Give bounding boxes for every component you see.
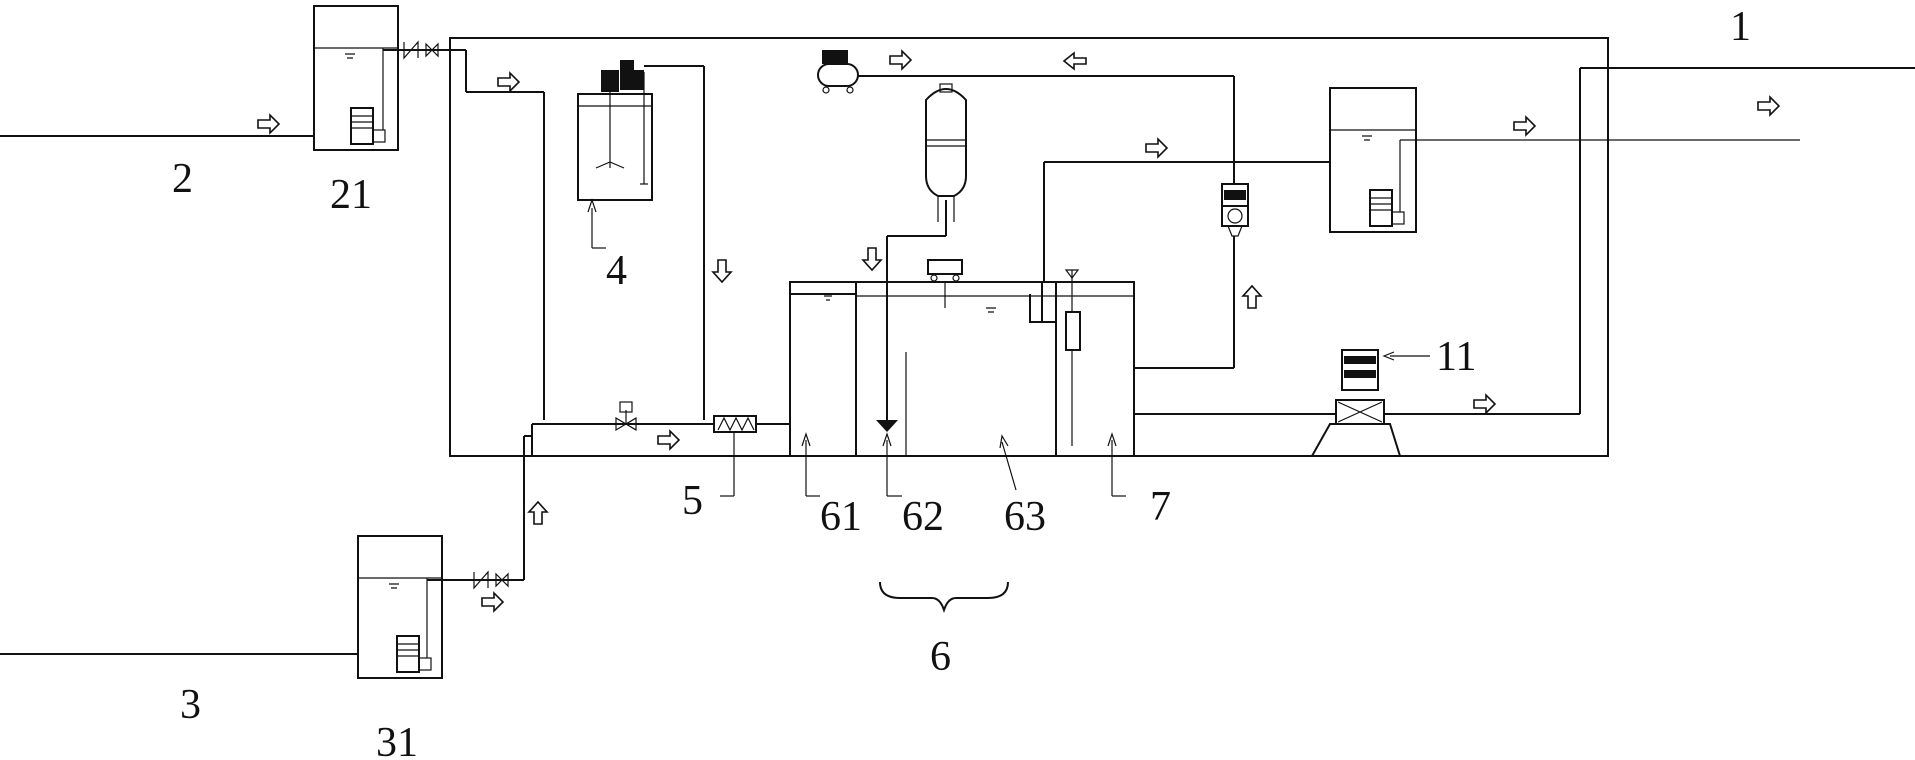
arrow-up-icon — [1241, 284, 1263, 309]
treatment-tank-6 — [789, 259, 1135, 457]
tank-31 — [357, 535, 443, 679]
label-2: 2 — [172, 156, 193, 202]
label-7: 7 — [1150, 484, 1171, 530]
dissolved-air-vessel — [925, 83, 967, 222]
flow-arrow-icon — [1473, 394, 1496, 414]
arrow-down-icon — [711, 259, 733, 284]
label-62: 62 — [902, 494, 944, 540]
clean-water-tank — [1329, 87, 1417, 233]
flow-arrow-icon — [497, 72, 520, 92]
label-6: 6 — [930, 634, 951, 680]
check-valve-icon — [473, 570, 489, 590]
label-21: 21 — [330, 172, 372, 218]
label-63: 63 — [1004, 494, 1046, 540]
recycle-pump — [1221, 183, 1249, 237]
dosing-tank-4 — [577, 60, 653, 201]
flow-arrow-icon — [1145, 138, 1168, 158]
label-4: 4 — [606, 248, 627, 294]
label-11: 11 — [1436, 334, 1476, 380]
flow-arrow-icon — [481, 592, 504, 612]
label-61: 61 — [820, 494, 862, 540]
gate-valve-icon — [425, 42, 439, 58]
gate-valve-icon — [495, 572, 509, 588]
leader-63 — [1001, 441, 1017, 491]
air-compressor — [817, 50, 859, 94]
level-device — [1064, 269, 1081, 446]
label-31: 31 — [376, 720, 418, 760]
solenoid-valve-icon — [615, 401, 637, 432]
flow-arrow-icon — [657, 430, 680, 450]
flow-arrow-icon — [1757, 96, 1780, 116]
flow-arrow-icon — [889, 50, 912, 70]
flow-arrow-icon — [257, 114, 280, 134]
label-5: 5 — [682, 478, 703, 524]
label-3: 3 — [180, 682, 201, 728]
label-1: 1 — [1730, 4, 1751, 50]
arrow-left-icon — [1062, 51, 1087, 71]
brace-6 — [879, 581, 1009, 614]
flow-arrow-icon — [1513, 116, 1536, 136]
check-valve-icon — [403, 40, 419, 60]
mixer-5 — [713, 415, 757, 433]
tank-21 — [313, 5, 399, 151]
arrow-up-icon — [527, 500, 549, 525]
outlet-pump-11 — [1310, 349, 1402, 457]
arrow-down-icon — [861, 247, 883, 272]
